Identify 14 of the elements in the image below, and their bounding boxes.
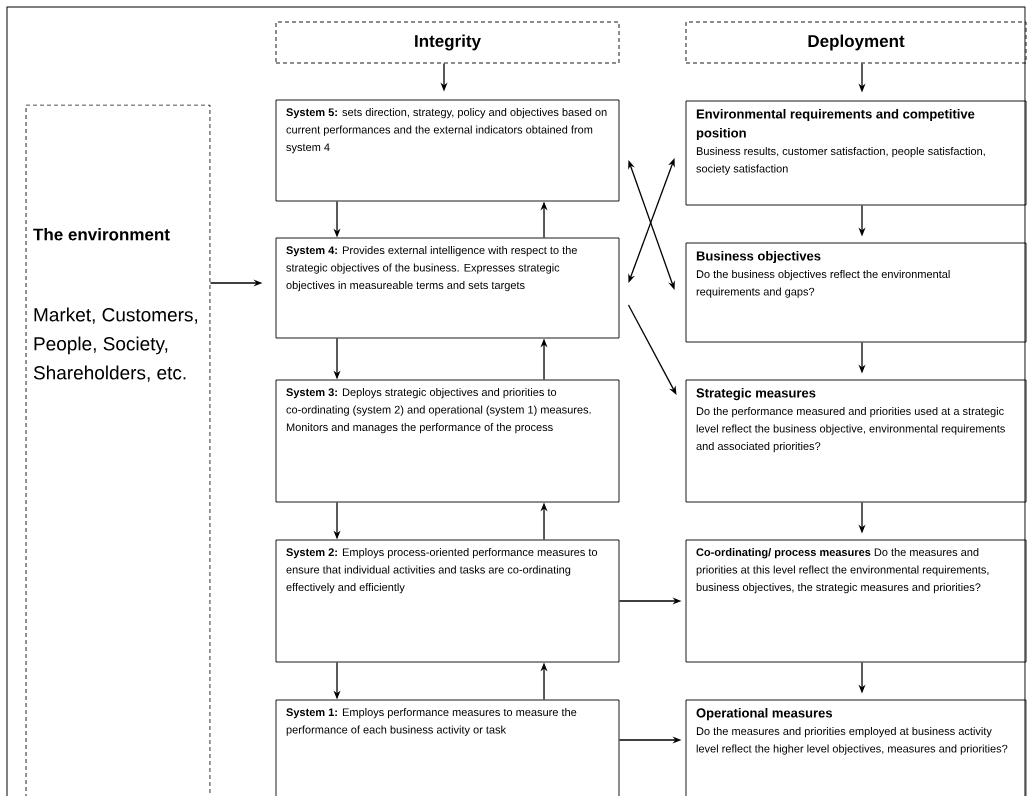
measure-box: Environmental requirements and competitive position Business results, customer satisfaction, people satisfaction, society satisfaction [685, 100, 1027, 206]
system-box: System 1: Employs performance measures to measure the performance of each business activity or task [275, 699, 620, 796]
measure-box: Strategic measures Do the performance measured and priorities used at a strategic level reflect the business objective, environmental requirements and associated priorities? [685, 379, 1027, 503]
measure-box: Business objectives Do the business objectives reflect the environmental requirements and gaps? [685, 242, 1027, 343]
system-box: System 4: Provides external intelligence with respect to the strategic objectives of the business. Expresses strategic objectives in measureable terms and sets targets [275, 237, 620, 339]
header-box: Deployment [685, 21, 1027, 64]
system-box: System 3: Deploys strategic objectives and priorities to co-ordinating (system 2) and operational (system 1) measures. Monitors and manages the performance of the process [275, 379, 620, 503]
arrow [627, 304, 677, 395]
system-box: System 5: sets direction, strategy, policy and objectives based on current performances and the external indicators obtained from system 4 [275, 99, 620, 202]
measure-box: Operational measures Do the measures and priorities employed at business activity level reflect the higher level objectives, measures and priorities? [685, 699, 1027, 796]
header-box: Integrity [275, 21, 620, 64]
environment-box: The environment Market, Customers, People, Society, Shareholders, etc. [25, 104, 211, 796]
measure-box: Co-ordinating/ process measures Do the measures and priorities at this level reflect the environmental requirements, business objectives, the strategic measures and priorities? [685, 539, 1027, 663]
system-box: System 2: Employs process-oriented performance measures to ensure that individual activities and tasks are co-ordinating effectively and efficiently [275, 539, 620, 663]
